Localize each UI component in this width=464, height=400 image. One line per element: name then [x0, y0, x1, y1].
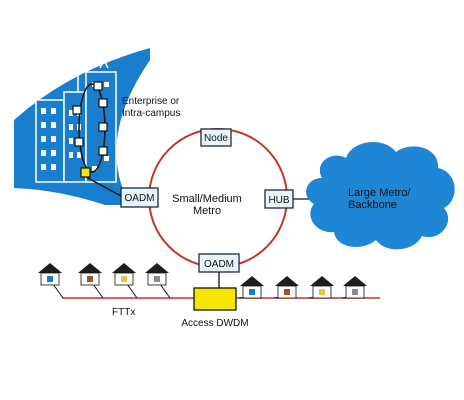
house-roof: [78, 263, 102, 273]
oadm-bottom-box: OADM: [198, 253, 240, 273]
drop-line: [92, 283, 104, 299]
house-icon: [112, 263, 138, 299]
house-door: [352, 289, 358, 295]
node-label: Node: [204, 133, 228, 144]
house-door: [319, 289, 325, 295]
enterprise-label-line2: Intra-campus: [122, 108, 180, 119]
drop-line: [126, 283, 138, 299]
house-door: [249, 289, 255, 295]
house-icon: [145, 263, 171, 299]
ring-label-line1: Small/Medium: [172, 193, 242, 205]
house-roof: [240, 276, 264, 286]
cloud-label-line2: Backbone: [348, 199, 397, 211]
access-dwdm-box: [193, 287, 237, 311]
house-icon: [341, 276, 367, 299]
house-door: [121, 276, 127, 282]
house-door: [154, 276, 160, 282]
oadm-bottom-label: OADM: [204, 259, 234, 270]
oadm-left-label: OADM: [125, 193, 155, 204]
enterprise-label-line1: Enterprise or: [122, 96, 180, 107]
cloud-label-line1: Large Metro/: [348, 187, 411, 199]
house-door: [87, 276, 93, 282]
house-icon: [308, 276, 334, 299]
house-roof: [310, 276, 334, 286]
houses-group: [38, 263, 367, 299]
house-icon: [273, 276, 299, 299]
house-roof: [275, 276, 299, 286]
hub-box: HUB: [264, 189, 294, 209]
fttx-label: FTTx: [112, 307, 135, 318]
ring-label-line2: Metro: [193, 205, 221, 217]
house-icon: [238, 276, 264, 299]
node-box: Node: [200, 128, 232, 147]
house-icon: [78, 263, 104, 299]
house-door: [47, 276, 53, 282]
house-roof: [38, 263, 62, 273]
access-dwdm-label: Access DWDM: [181, 318, 248, 329]
oadm-left-box: OADM: [120, 187, 159, 208]
campus-group: [14, 48, 150, 205]
hub-label: HUB: [268, 195, 289, 206]
campus-access-node: [80, 167, 91, 178]
drop-line: [159, 283, 171, 299]
house-icon: [38, 263, 64, 299]
house-door: [284, 289, 290, 295]
campus-nodes: [72, 81, 108, 156]
house-roof: [145, 263, 169, 273]
house-roof: [112, 263, 136, 273]
cloud-icon: [306, 141, 455, 250]
campus-link: [85, 176, 122, 197]
house-roof: [343, 276, 367, 286]
drop-line: [52, 283, 64, 299]
